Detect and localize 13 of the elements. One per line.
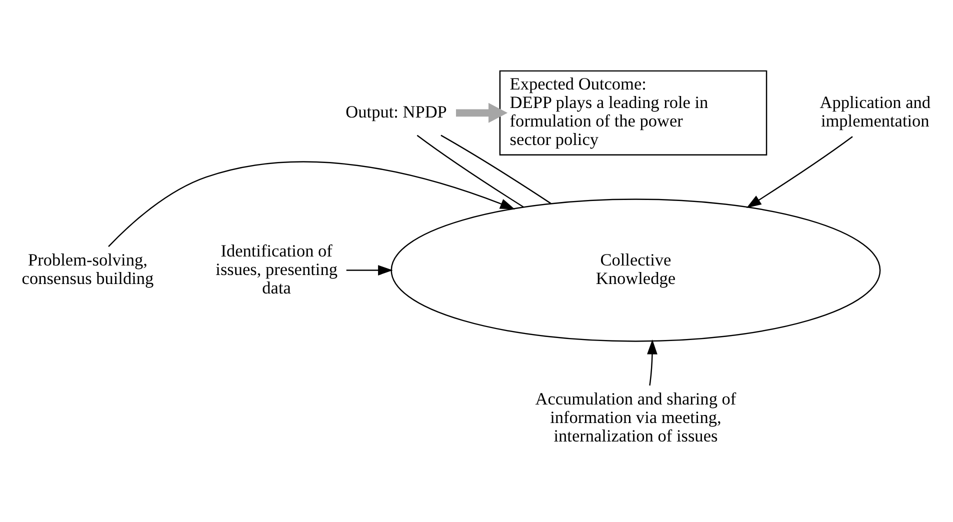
node-text: Problem-solving, consensus building (22, 250, 154, 288)
connector (440, 134, 552, 204)
node-text: Accumulation and sharing of information via meeting, internalization of issues (535, 389, 736, 446)
node-text: Application and implementation (820, 93, 931, 131)
connector (416, 134, 524, 208)
arrow (456, 102, 508, 123)
arrow (108, 161, 515, 247)
node-text: Identification of issues, presenting data (216, 241, 338, 298)
node-text: Output: NPDP (346, 102, 447, 122)
arrow (746, 136, 853, 208)
arrow (346, 265, 393, 276)
arrow (647, 339, 658, 386)
node-box: Expected Outcome: DEPP plays a leading role in formulation of the power sector policy (499, 70, 768, 156)
